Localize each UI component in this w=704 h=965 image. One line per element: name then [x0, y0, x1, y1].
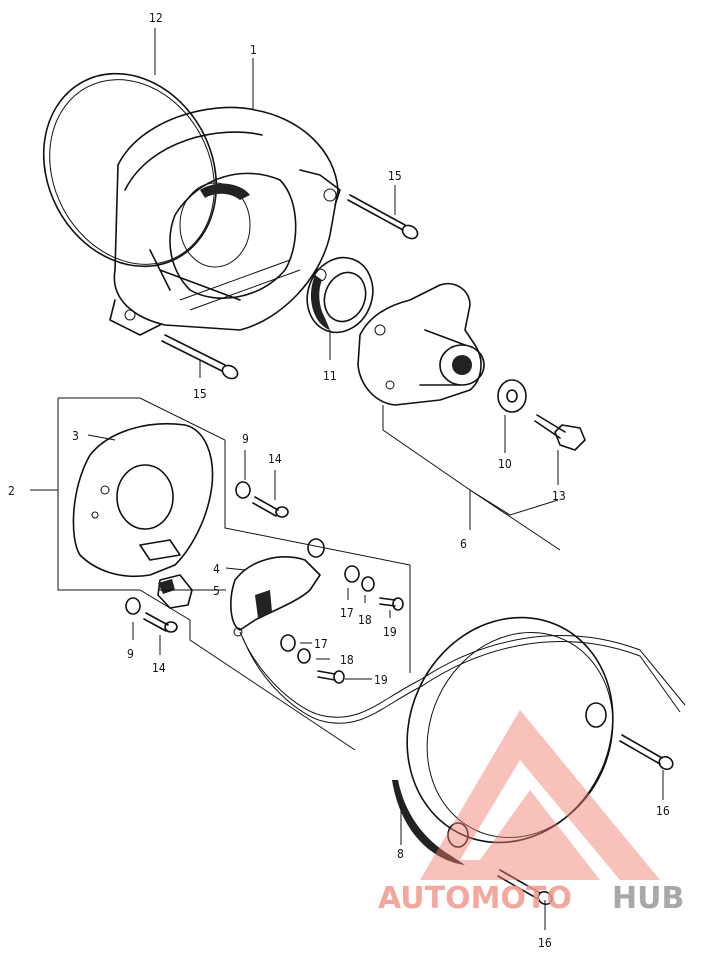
callout-17-upper: 17 — [340, 606, 354, 620]
oil-seal-part — [306, 256, 374, 334]
watermark-text-automoto: AUTOMOTO — [378, 881, 572, 916]
callout-11: 11 — [323, 369, 337, 383]
callout-18-upper: 18 — [358, 613, 372, 627]
screw-15-lower — [161, 334, 239, 380]
callout-15-upper: 15 — [388, 169, 402, 183]
callout-16-upper: 16 — [656, 804, 670, 818]
bolt-13-part — [534, 414, 586, 451]
watermark-logo — [420, 710, 660, 880]
callout-14-lower: 14 — [152, 661, 166, 675]
governor-assembly-part — [357, 283, 485, 406]
callout-15-lower: 15 — [193, 387, 207, 401]
callout-6: 6 — [460, 537, 467, 551]
small-fasteners — [125, 481, 404, 684]
stator-housing-part — [109, 106, 341, 336]
callout-1: 1 — [250, 43, 257, 57]
callout-14-upper: 14 — [268, 452, 282, 466]
screw-16-upper — [619, 734, 674, 771]
callout-2: 2 — [8, 484, 15, 498]
callout-18-lower: 18 — [340, 653, 354, 667]
group-bracket-2 — [57, 397, 411, 751]
callout-8: 8 — [397, 847, 404, 861]
callout-12: 12 — [149, 11, 163, 25]
callout-19-upper: 19 — [383, 625, 397, 639]
callout-5: 5 — [213, 584, 220, 598]
gasket-ring-part — [42, 72, 218, 268]
callout-labels: 12 1 15 15 11 9 14 3 2 10 13 6 4 5 17 18… — [8, 11, 670, 950]
watermark: AUTOMOTO HUB — [378, 710, 684, 916]
felt-5-part — [157, 574, 193, 609]
callout-4: 4 — [213, 562, 220, 576]
base-plate-part — [72, 422, 214, 578]
washer-10-part — [497, 379, 527, 413]
wire-lead — [239, 631, 686, 718]
contact-breaker-4-part — [230, 538, 325, 637]
watermark-text-hub: HUB — [612, 881, 684, 916]
callout-17-lower: 17 — [314, 637, 328, 651]
point-cover-8-part — [392, 616, 614, 865]
callout-9-lower: 9 — [127, 647, 134, 661]
group-bracket-6 — [382, 405, 561, 551]
callout-19-lower: 19 — [374, 673, 388, 687]
leader-lines — [30, 28, 664, 930]
callout-10: 10 — [498, 457, 512, 471]
callout-13: 13 — [552, 489, 566, 503]
screw-16-lower — [497, 869, 553, 906]
screw-15-upper — [347, 194, 419, 240]
callout-9-upper: 9 — [242, 432, 249, 446]
callout-16-lower: 16 — [538, 936, 552, 950]
callout-3: 3 — [72, 429, 79, 443]
